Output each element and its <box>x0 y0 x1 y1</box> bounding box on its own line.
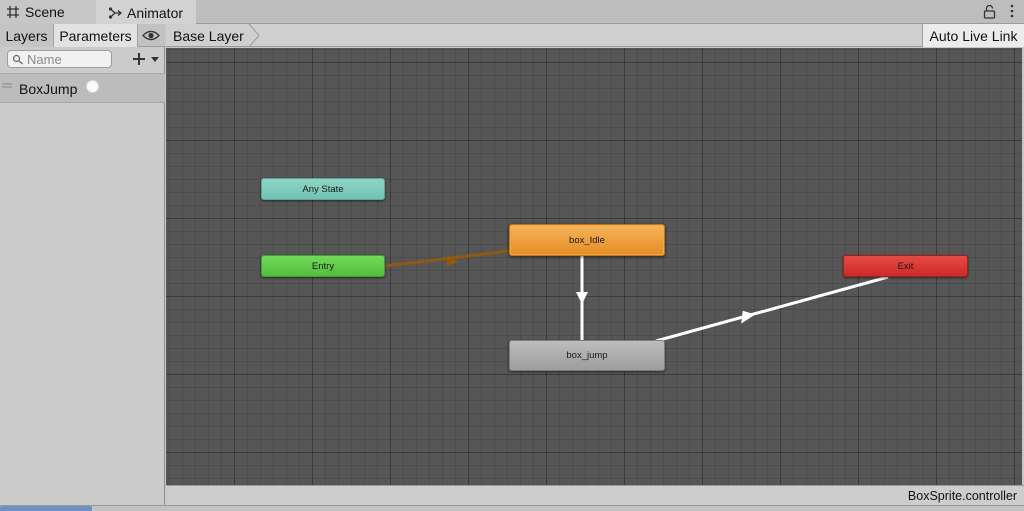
search-icon <box>12 54 23 64</box>
breadcrumb-chevron-icon <box>248 24 260 47</box>
parameter-search-row <box>0 47 165 72</box>
taskbar-indicator <box>0 506 92 511</box>
parameter-search-input[interactable] <box>27 51 107 67</box>
layer-breadcrumb-bar: Base Layer Auto Live Link <box>166 24 1024 47</box>
status-bar: BoxSprite.controller <box>166 485 1024 505</box>
panel-tabs: Layers Parameters <box>0 24 165 47</box>
tab-scene[interactable]: Scene <box>0 0 96 24</box>
transition-jump-to-exit[interactable] <box>655 275 889 343</box>
more-options-icon[interactable] <box>1009 3 1015 19</box>
window-bottom-edge <box>0 505 1024 511</box>
parameter-search-box[interactable] <box>7 50 112 68</box>
lock-icon[interactable] <box>983 4 996 19</box>
parameter-row[interactable]: BoxJump <box>0 73 165 103</box>
state-exit[interactable]: Exit <box>843 255 968 277</box>
state-entry[interactable]: Entry <box>261 255 385 277</box>
add-parameter-button[interactable] <box>131 51 161 67</box>
state-box-idle[interactable]: box_Idle <box>509 224 665 256</box>
parameters-panel: Layers Parameters <box>0 24 165 511</box>
transition-wires <box>384 249 889 343</box>
tab-parameters[interactable]: Parameters <box>54 24 138 47</box>
eye-icon[interactable] <box>142 29 160 42</box>
breadcrumb-base-layer[interactable]: Base Layer <box>173 27 244 44</box>
animator-icon <box>108 6 122 19</box>
tab-animator[interactable]: Animator <box>96 0 196 25</box>
transition-arrow-icon <box>741 310 756 324</box>
state-any-state[interactable]: Any State <box>261 178 385 200</box>
transition-entry-to-idle[interactable] <box>384 249 510 268</box>
state-machine-graph[interactable]: Any State Entry box_Idle box_jump Exit <box>166 48 1022 485</box>
transition-arrow-icon <box>576 292 588 304</box>
chevron-down-icon <box>151 57 159 62</box>
controller-filename: BoxSprite.controller <box>907 489 1017 503</box>
tab-animator-label: Animator <box>127 4 184 21</box>
tab-layers[interactable]: Layers <box>0 24 54 47</box>
window-tab-strip: Scene Animator <box>0 0 1024 25</box>
grid-icon <box>7 6 19 18</box>
trigger-toggle[interactable] <box>86 80 99 93</box>
transition-arrow-icon <box>446 254 459 267</box>
drag-handle-icon[interactable] <box>2 83 12 88</box>
tab-scene-label: Scene <box>25 4 65 20</box>
parameter-name: BoxJump <box>19 81 78 97</box>
state-box-jump[interactable]: box_jump <box>509 340 665 371</box>
auto-live-link-button[interactable]: Auto Live Link <box>922 24 1024 47</box>
